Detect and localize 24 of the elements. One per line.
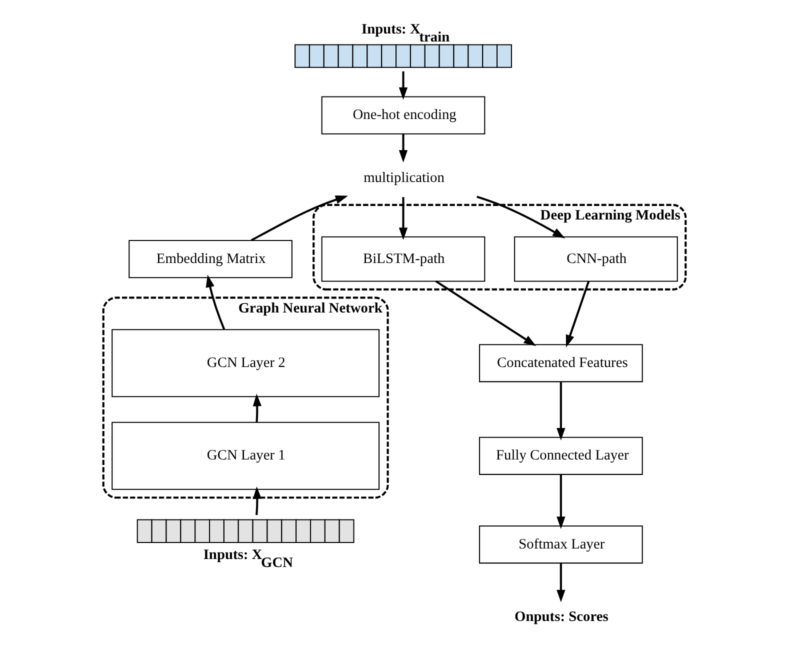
- node-box: One-hot encoding: [320, 96, 485, 134]
- node-box: Softmax Layer: [478, 525, 642, 564]
- arrow: [434, 280, 536, 346]
- arrow: [556, 382, 565, 440]
- arrow: [250, 196, 348, 242]
- node-box: GCN Layer 1: [111, 422, 380, 490]
- node-box: Embedding Matrix: [128, 240, 292, 278]
- arrow: [565, 280, 590, 348]
- arrow: [398, 197, 408, 240]
- node-box: Concatenated Features: [478, 344, 642, 382]
- arrow: [252, 486, 262, 516]
- node-box: Fully Connected Layer: [478, 436, 642, 475]
- node-box: CNN-path: [514, 236, 678, 282]
- arrow: [556, 474, 565, 529]
- arrow: [476, 196, 565, 238]
- arrow: [398, 134, 408, 162]
- arrow: [252, 394, 261, 422]
- node-box: GCN Layer 2: [111, 329, 380, 398]
- arrow: [556, 563, 565, 602]
- node-text: Onputs: Scores: [514, 608, 608, 625]
- arrow: [398, 71, 408, 100]
- node-box: BiLSTM-path: [320, 236, 485, 282]
- arrow: [205, 274, 225, 330]
- node-text: multiplication: [363, 170, 444, 186]
